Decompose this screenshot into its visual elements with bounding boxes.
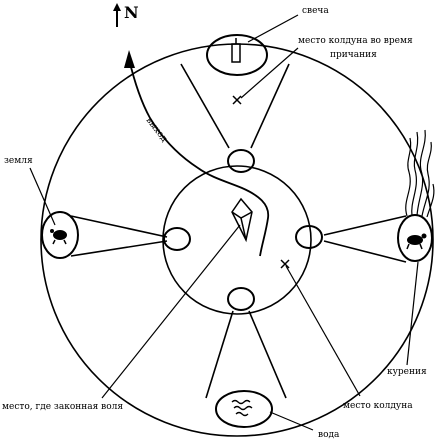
label-prayer-line2: причания — [330, 50, 377, 60]
label-earth: земля — [4, 156, 33, 166]
incense-symbol-icon — [406, 233, 427, 250]
label-law-place: место, где законная воля — [2, 402, 123, 412]
leader-incense — [406, 261, 419, 366]
leader-earth — [29, 167, 56, 226]
label-water: вода — [318, 430, 340, 440]
north-inner-stone — [227, 149, 255, 173]
west-sector — [41, 211, 191, 259]
x-marker-sorcerer — [280, 259, 290, 269]
west-inner-stone — [163, 227, 191, 251]
south-inner-stone — [227, 287, 255, 311]
water-waves-icon — [231, 399, 253, 417]
exit-path — [128, 58, 270, 257]
earth-symbol-icon — [50, 229, 67, 245]
south-stone — [215, 390, 273, 428]
leader-sorcerer — [285, 265, 361, 397]
smoke-plumes-icon — [405, 129, 435, 218]
north-label: N — [124, 3, 139, 22]
leader-prayer — [240, 47, 299, 99]
north-stone — [206, 34, 268, 76]
east-stone — [397, 214, 433, 262]
label-exit: выход — [144, 116, 170, 145]
label-sorcerer-place: место колдуна — [343, 401, 413, 411]
south-sector — [205, 287, 287, 428]
x-marker-prayer — [232, 95, 242, 105]
leader-candle — [247, 14, 299, 43]
crystal-icon — [231, 197, 253, 243]
east-sector — [295, 214, 433, 263]
north-arrow — [113, 3, 121, 27]
outer-circle — [40, 43, 434, 437]
label-incense: курения — [387, 367, 427, 377]
leader-water — [269, 411, 314, 431]
exit-arrow-head — [124, 50, 135, 68]
east-inner-stone — [295, 225, 323, 249]
label-prayer-line1: место колдуна во время — [298, 36, 413, 46]
label-candle: свеча — [302, 6, 329, 16]
leader-law-place — [101, 224, 241, 399]
inner-circle — [162, 165, 312, 315]
north-sector — [180, 34, 290, 173]
west-stone — [41, 211, 79, 259]
candle-icon — [231, 38, 241, 63]
